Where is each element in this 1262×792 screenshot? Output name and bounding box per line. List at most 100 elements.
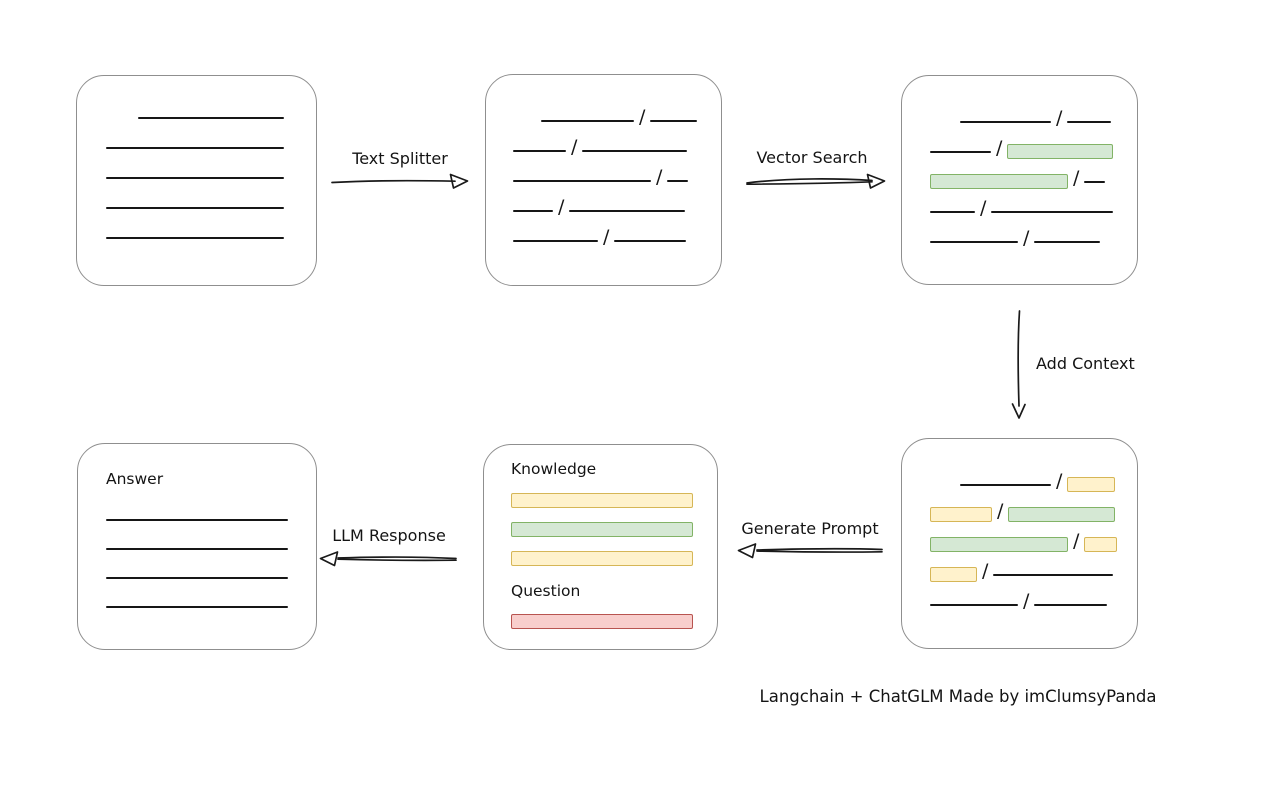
chunk-row: / bbox=[513, 128, 721, 158]
text-line bbox=[1084, 181, 1106, 183]
slash-separator: / bbox=[603, 226, 610, 248]
chunk-row: / bbox=[930, 159, 1137, 189]
chunk-row: / bbox=[930, 552, 1137, 582]
vector-search-label: Vector Search bbox=[756, 148, 868, 167]
chunk-row: / bbox=[930, 219, 1137, 249]
text-line bbox=[106, 606, 288, 608]
text-line bbox=[106, 207, 284, 209]
text-line bbox=[513, 150, 566, 152]
text-line bbox=[513, 210, 553, 212]
generate-prompt-label: Generate Prompt bbox=[741, 519, 879, 538]
slash-separator: / bbox=[996, 137, 1003, 159]
text-line bbox=[960, 484, 1051, 486]
text-line bbox=[513, 180, 651, 182]
question-label: Question bbox=[511, 582, 581, 600]
text-line bbox=[106, 519, 288, 521]
green-highlight-bar bbox=[1007, 144, 1114, 159]
chunk-row: / bbox=[930, 99, 1137, 129]
slash-separator: / bbox=[1056, 470, 1063, 492]
slash-separator: / bbox=[1056, 107, 1063, 129]
green-highlight-bar bbox=[930, 174, 1068, 189]
knowledge-bars bbox=[511, 493, 693, 566]
text-line bbox=[993, 574, 1114, 576]
credit-caption: Langchain + ChatGLM Made by imClumsyPand… bbox=[759, 687, 1157, 706]
yellow-highlight-bar bbox=[930, 507, 992, 522]
yellow-bar bbox=[511, 551, 693, 566]
chunk-row: / bbox=[930, 492, 1137, 522]
green-highlight-bar bbox=[1008, 507, 1116, 522]
generate-prompt-arrow bbox=[737, 543, 883, 559]
vector-search-arrow bbox=[746, 173, 886, 189]
text-chunks-box: / / / / / bbox=[485, 74, 722, 286]
yellow-highlight-bar bbox=[1084, 537, 1118, 552]
chunk-row: / bbox=[513, 158, 721, 188]
text-line bbox=[106, 577, 288, 579]
source-document-box bbox=[76, 75, 317, 286]
slash-separator: / bbox=[571, 136, 578, 158]
chunk-row: / bbox=[930, 522, 1137, 552]
text-line bbox=[667, 180, 689, 182]
vector-search-result-box: / / / / / bbox=[901, 75, 1138, 285]
text-line bbox=[960, 121, 1051, 123]
red-bar bbox=[511, 614, 693, 629]
prompt-box: Knowledge Question bbox=[483, 444, 718, 650]
slash-separator: / bbox=[980, 197, 987, 219]
slash-separator: / bbox=[558, 196, 565, 218]
text-splitter-arrow bbox=[331, 173, 469, 189]
text-line bbox=[930, 241, 1018, 243]
context-box: / / / / / bbox=[901, 438, 1138, 649]
slash-separator: / bbox=[1023, 590, 1030, 612]
slash-separator: / bbox=[1023, 227, 1030, 249]
text-line bbox=[106, 147, 284, 149]
context-rows: / / / / / bbox=[902, 439, 1137, 612]
slash-separator: / bbox=[1073, 530, 1080, 552]
text-line bbox=[138, 117, 284, 119]
text-line bbox=[1034, 604, 1108, 606]
text-line bbox=[106, 177, 284, 179]
add-context-arrow bbox=[1011, 310, 1026, 419]
yellow-highlight-bar bbox=[1067, 477, 1116, 492]
document-lines bbox=[77, 76, 316, 239]
slash-separator: / bbox=[656, 166, 663, 188]
knowledge-label: Knowledge bbox=[511, 460, 597, 478]
text-line bbox=[991, 211, 1114, 213]
text-line bbox=[569, 210, 686, 212]
yellow-highlight-bar bbox=[930, 567, 977, 582]
answer-lines bbox=[106, 519, 316, 608]
chunk-rows: / / / / / bbox=[486, 75, 721, 248]
add-context-label: Add Context bbox=[1036, 354, 1135, 373]
text-line bbox=[582, 150, 688, 152]
slash-separator: / bbox=[997, 500, 1004, 522]
text-line bbox=[930, 604, 1018, 606]
text-line bbox=[106, 237, 284, 239]
chunk-row: / bbox=[930, 462, 1137, 492]
answer-box: Answer bbox=[77, 443, 317, 650]
chunk-row: / bbox=[930, 582, 1137, 612]
llm-response-label: LLM Response bbox=[332, 526, 446, 545]
text-line bbox=[106, 548, 288, 550]
text-line bbox=[650, 120, 698, 122]
text-line bbox=[614, 240, 687, 242]
chunk-row: / bbox=[513, 98, 721, 128]
text-line bbox=[541, 120, 634, 122]
yellow-bar bbox=[511, 493, 693, 508]
slash-separator: / bbox=[639, 106, 646, 128]
chunk-row: / bbox=[930, 129, 1137, 159]
text-line bbox=[1067, 121, 1112, 123]
text-splitter-label: Text Splitter bbox=[352, 149, 448, 168]
text-line bbox=[930, 151, 991, 153]
green-bar bbox=[511, 522, 693, 537]
text-line bbox=[1034, 241, 1101, 243]
chunk-row: / bbox=[513, 188, 721, 218]
text-line bbox=[930, 211, 975, 213]
slash-separator: / bbox=[1073, 167, 1080, 189]
question-bars bbox=[511, 614, 693, 629]
slash-separator: / bbox=[982, 560, 989, 582]
vector-result-rows: / / / / / bbox=[902, 76, 1137, 249]
llm-response-arrow bbox=[319, 551, 457, 567]
chunk-row: / bbox=[513, 218, 721, 248]
green-highlight-bar bbox=[930, 537, 1068, 552]
answer-label: Answer bbox=[106, 470, 164, 488]
chunk-row: / bbox=[930, 189, 1137, 219]
